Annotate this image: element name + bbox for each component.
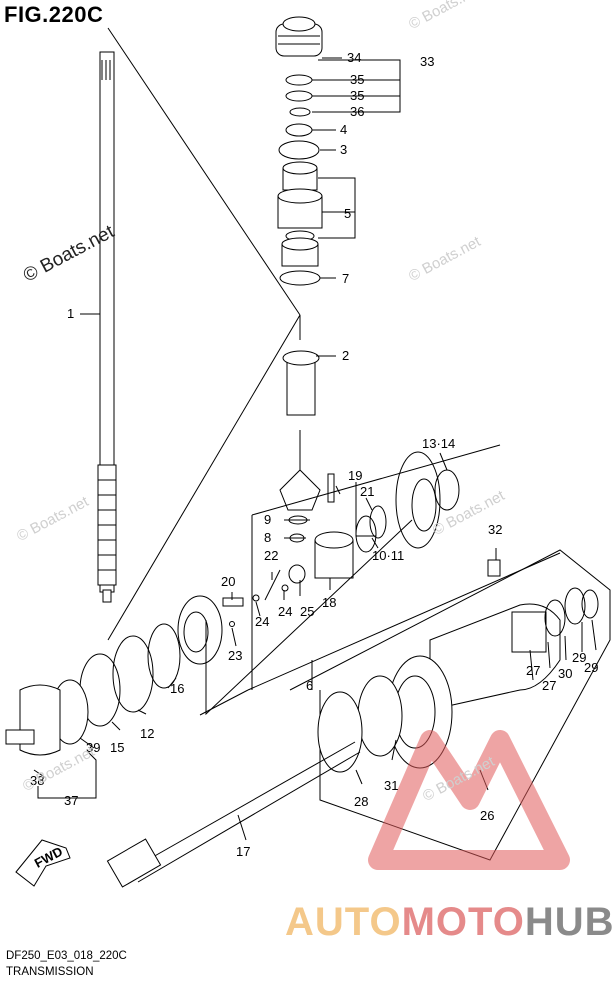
callout-24: 24	[255, 614, 269, 629]
gear-case	[317, 587, 599, 773]
callout-32: 32	[488, 522, 502, 537]
callout-36: 36	[350, 104, 364, 119]
callout-25: 25	[300, 604, 314, 619]
part-24-pin	[252, 594, 260, 602]
automotohub-brand: AUTOMOTOHUB	[285, 900, 614, 945]
part-12-washer	[112, 635, 154, 713]
callout-15: 15	[110, 740, 124, 755]
part-17-propeller-shaft	[106, 741, 361, 888]
callout-27: 27	[542, 678, 556, 693]
callout-6: 6	[306, 678, 313, 693]
callout-8: 8	[264, 530, 271, 545]
callout-30: 30	[558, 666, 572, 681]
part-24-pin	[281, 584, 289, 592]
callout-23: 23	[228, 648, 242, 663]
callout-22: 22	[264, 548, 278, 563]
part-5-bearing	[277, 161, 323, 267]
callout-20: 20	[221, 574, 235, 589]
guide-line	[107, 314, 301, 641]
callout-26: 26	[480, 808, 494, 823]
callout-33: 33	[420, 54, 434, 69]
callout-18: 18	[322, 595, 336, 610]
brand-part-moto: MOTO	[401, 900, 525, 944]
part-19-pin	[327, 473, 335, 503]
callout-13-14: 13·14	[422, 436, 455, 451]
callout-35: 35	[350, 72, 364, 87]
figure-title: FIG.220C	[4, 2, 104, 27]
callout-7: 7	[342, 271, 349, 286]
part-32-bolt	[487, 559, 501, 577]
callout-1: 1	[67, 306, 74, 321]
brand-part-hub: HUB	[524, 900, 614, 944]
part-4-ring	[285, 123, 313, 137]
callout-35: 35	[350, 88, 364, 103]
callout-5: 5	[344, 206, 351, 221]
drawing-code: DF250_E03_018_220C	[6, 950, 127, 962]
part-23-ball	[229, 621, 235, 627]
part-35-ring	[285, 90, 313, 102]
part-10-11-gear	[395, 451, 441, 549]
callout-37: 37	[64, 793, 78, 808]
part-2-sleeve	[282, 350, 320, 416]
part-22-spring	[264, 569, 281, 601]
callout-12: 12	[140, 726, 154, 741]
callout-27: 27	[526, 663, 540, 678]
callout-21: 21	[360, 484, 374, 499]
callout-16: 16	[170, 681, 184, 696]
automotohub-logo-mark	[368, 730, 570, 870]
callout-39: 39	[86, 740, 100, 755]
brand-part-auto: AUTO	[285, 900, 402, 944]
callout-24: 24	[278, 604, 292, 619]
callout-17: 17	[236, 844, 250, 859]
callout-29: 29	[572, 650, 586, 665]
part-36-ring	[289, 107, 311, 117]
callouts: 34 33 35 35 36 4 3 5 7 1 2 13·14 19 21 9…	[30, 50, 598, 871]
part-34-cap	[275, 16, 323, 57]
callout-3: 3	[340, 142, 347, 157]
callout-34: 34	[347, 50, 361, 65]
callout-38: 38	[30, 773, 44, 788]
callout-10-11: 10·11	[372, 548, 404, 563]
fwd-arrow-icon	[15, 839, 71, 887]
callout-9: 9	[264, 512, 271, 527]
section-name: TRANSMISSION	[6, 966, 94, 978]
part-18-clutch	[314, 531, 354, 579]
part-35-ring	[285, 74, 313, 86]
callout-4: 4	[340, 122, 347, 137]
part-37-housing	[5, 679, 89, 779]
part-21-ring	[369, 505, 387, 539]
callout-2: 2	[342, 348, 349, 363]
callout-29: 29	[584, 660, 598, 675]
callout-31: 31	[384, 778, 398, 793]
callout-19: 19	[348, 468, 362, 483]
part-16-bearing	[147, 623, 181, 689]
part-3-race	[278, 140, 320, 160]
drive-shaft	[97, 51, 117, 603]
callout-28: 28	[354, 794, 368, 809]
reverse-gear	[177, 595, 223, 665]
guide-line	[107, 27, 301, 316]
part-25-ring	[288, 564, 306, 584]
pinion-gear	[279, 430, 321, 511]
part-20-pin	[222, 597, 244, 607]
part-7-ring	[279, 270, 321, 286]
